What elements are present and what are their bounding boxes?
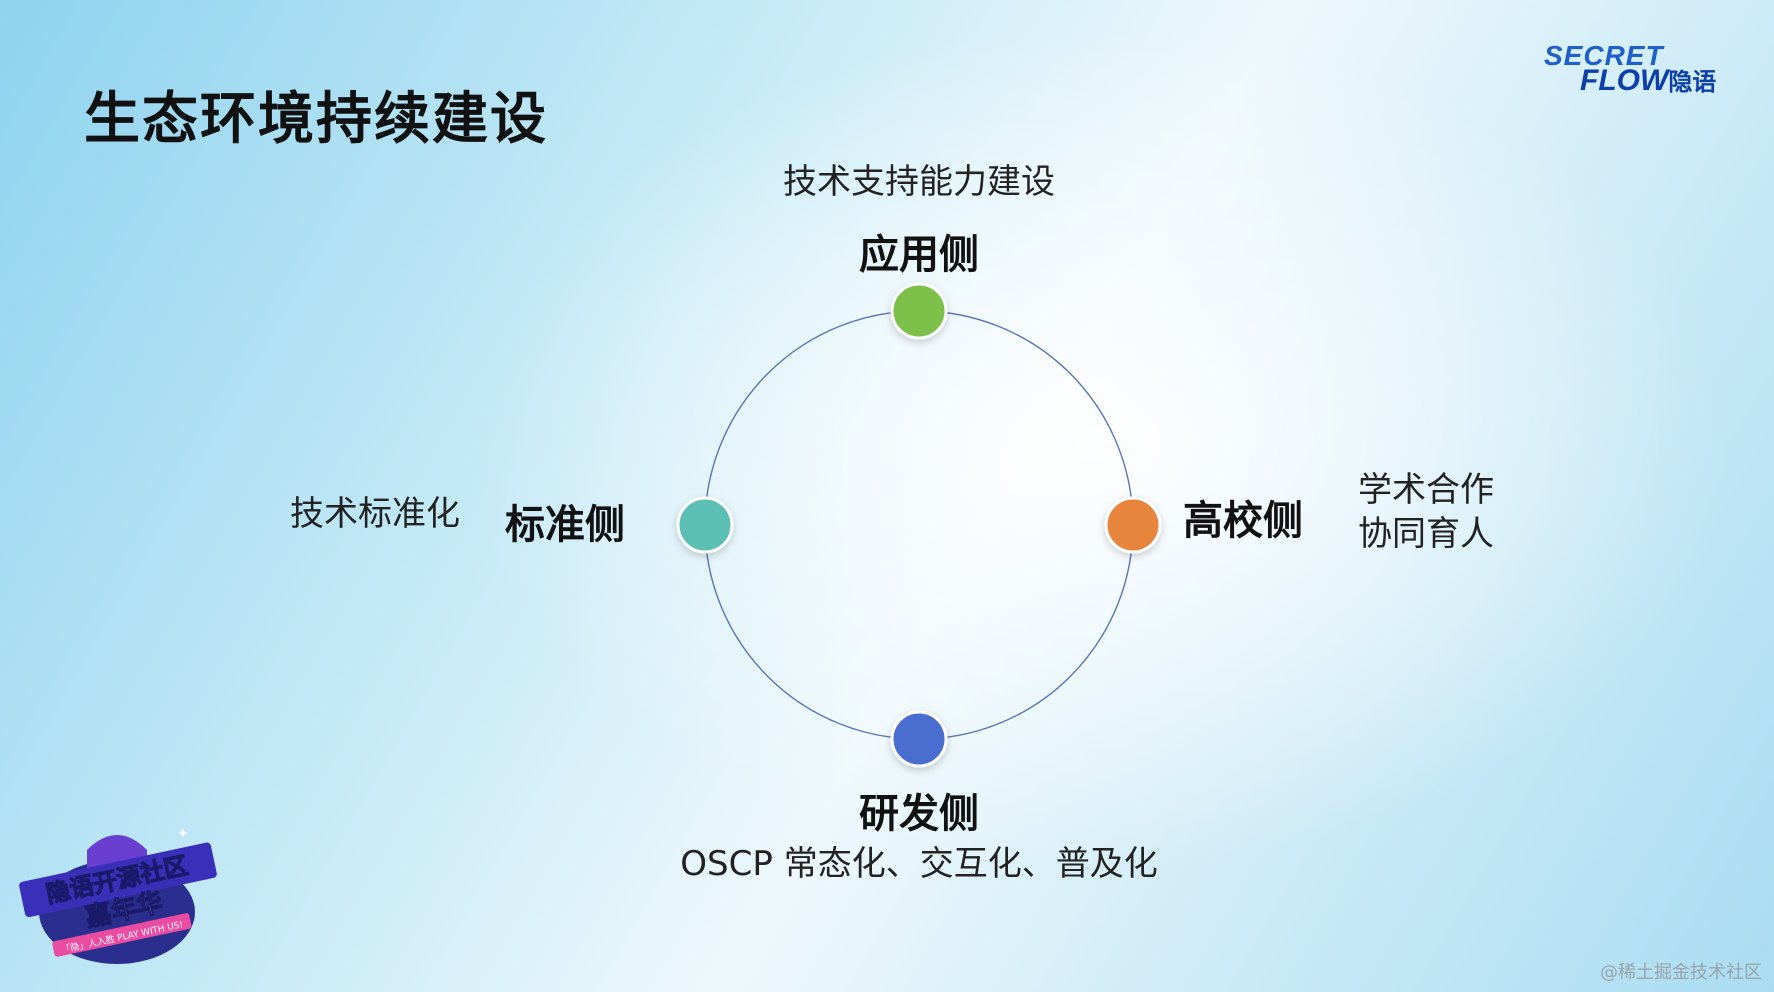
badge-tag-shape [52, 913, 192, 957]
carnival-badge: 隐语开源社区 嘉年华 「隐」人入胜 PLAY WITH US! ✦ [19, 826, 217, 964]
logo-flow-text: FLOW [1580, 64, 1669, 97]
logo-top-text: SECRET [1544, 40, 1664, 71]
badge-ribbon-shape [19, 842, 217, 918]
node-dot-application [890, 282, 948, 340]
desc-standard: 技术标准化 [290, 492, 460, 536]
watermark: @稀土掘金技术社区 [1600, 962, 1762, 983]
node-label-research: 研发侧 [859, 791, 979, 837]
desc-application: 技术支持能力建设 [783, 160, 1055, 204]
desc-research-line: OSCP 常态化、交互化、普及化 [680, 844, 1158, 884]
node-dot-university [1104, 496, 1162, 554]
page-title: 生态环境持续建设 [84, 87, 548, 152]
node-label-application: 应用侧 [859, 232, 979, 278]
node-dot-research [890, 710, 948, 768]
node-label-university: 高校侧 [1183, 498, 1303, 544]
node-dot-standard [676, 496, 734, 554]
desc-application-line: 技术支持能力建设 [783, 162, 1055, 202]
desc-standard-line: 技术标准化 [290, 494, 460, 534]
desc-university: 学术合作 协同育人 [1358, 468, 1494, 556]
secretflow-logo: SECRET FLOW隐语 [1544, 36, 1734, 98]
desc-research: OSCP 常态化、交互化、普及化 [680, 842, 1157, 886]
logo-bottom-text: FLOW隐语 [1580, 62, 1716, 98]
logo-cn-text: 隐语 [1668, 69, 1717, 96]
node-label-standard: 标准侧 [505, 502, 625, 548]
diagram-ring [704, 310, 1134, 740]
desc-university-line-1: 学术合作 [1358, 470, 1494, 510]
desc-university-line-2: 协同育人 [1358, 514, 1494, 555]
badge-sparkle-icon: ✦ [177, 826, 189, 842]
